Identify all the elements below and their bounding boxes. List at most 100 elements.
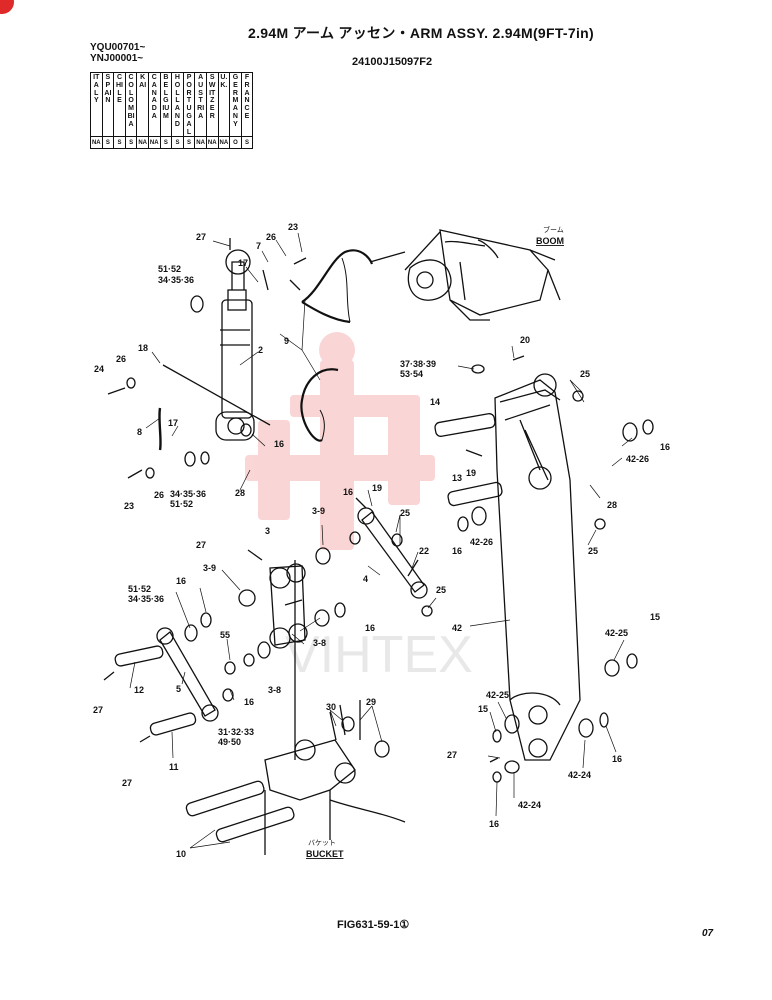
leader-lines: [129, 232, 633, 849]
callout-42-26: 42-26: [470, 537, 493, 547]
callout-16: 16: [244, 697, 254, 707]
callout-16: 16: [452, 546, 462, 556]
link-4: [357, 507, 428, 599]
country-name: U.K.: [220, 74, 228, 89]
country-code: O: [229, 136, 242, 150]
callout-5: 5: [176, 684, 181, 694]
callout-15: 15: [478, 704, 488, 714]
callout-15: 15: [650, 612, 660, 622]
callout-10: 10: [176, 849, 186, 859]
arm-cylinder: [215, 249, 255, 441]
pin-12: [114, 645, 164, 667]
callout-26: 26: [154, 490, 164, 500]
callout-51-52: 51·52: [158, 264, 181, 274]
callout-3-9: 3-9: [312, 506, 325, 516]
country-name: CHILE: [115, 74, 123, 105]
watermark-text: VIHTEX: [285, 626, 473, 684]
callout-19: 19: [466, 468, 476, 478]
country-name: SPAIN: [104, 74, 112, 105]
country-code: S: [171, 136, 184, 150]
country-name-cell: SPAIN: [101, 71, 115, 138]
callout-16: 16: [660, 442, 670, 452]
callout-42-24: 42-24: [518, 800, 541, 810]
serial-b: YNJ00001~: [90, 53, 144, 64]
country-code: NA: [136, 136, 149, 150]
country-name-cell: KAI: [136, 71, 149, 138]
pin-13: [447, 481, 503, 507]
country-name: PORTUGAL: [186, 74, 192, 136]
small-hardware: [103, 238, 654, 783]
boom-label: BOOM: [536, 236, 564, 246]
callout-16: 16: [176, 576, 186, 586]
watermark-logo: [245, 332, 435, 550]
country-code: NA: [217, 136, 231, 150]
country-code: NA: [194, 136, 207, 150]
country-name: AUSTRIA: [197, 74, 205, 120]
country-name-cell: FRANCE: [240, 71, 254, 138]
callout-25: 25: [588, 546, 598, 556]
callout-23: 23: [124, 501, 134, 511]
callout-34-35-36: 34·35·36: [158, 275, 194, 285]
country-name-cell: CANADA: [147, 71, 161, 138]
country-name: FRANCE: [244, 74, 250, 120]
callout-29: 29: [366, 697, 376, 707]
country-name: HOLLAND: [174, 74, 181, 128]
country-name-cell: PORTUGAL: [182, 71, 196, 138]
bucket-label: BUCKET: [306, 849, 344, 859]
callout-17: 17: [168, 418, 178, 428]
callout-26: 26: [116, 354, 126, 364]
callout-3: 3: [265, 526, 270, 536]
callout-23: 23: [288, 222, 298, 232]
callout-14: 14: [430, 397, 440, 407]
callout-16: 16: [489, 819, 499, 829]
country-code: NA: [147, 136, 161, 150]
callout-31-32-33: 31·32·33: [218, 727, 254, 737]
callout-28: 28: [235, 488, 245, 498]
country-name-cell: AUSTRIA: [194, 71, 207, 138]
country-name-cell: SWITZER: [205, 71, 219, 138]
serial-range: YQU00701~ YNJ00001~: [90, 42, 145, 64]
pin-11: [149, 712, 197, 736]
page-number: 07: [702, 928, 714, 939]
callout-42: 42: [452, 623, 462, 633]
serial-a: YQU00701~: [90, 42, 146, 53]
link-3: [269, 563, 308, 649]
callout-42-25: 42-25: [486, 690, 509, 700]
country-name: CANADA: [151, 74, 157, 120]
callout-37-38-39: 37·38·39: [400, 359, 436, 369]
callout-17: 17: [238, 258, 248, 268]
arm: [494, 373, 581, 761]
callout-25: 25: [580, 369, 590, 379]
callout-28: 28: [607, 500, 617, 510]
callout-7: 7: [256, 241, 261, 251]
country-name-cell: BELGIUM: [159, 71, 173, 138]
callout-2: 2: [258, 345, 263, 355]
country-code: NA: [205, 136, 219, 150]
callout-27: 27: [196, 540, 206, 550]
callout-53-54: 53·54: [400, 369, 423, 379]
page-title: 2.94M アーム アッセン・ARM ASSY. 2.94M(9FT-7in): [248, 25, 594, 41]
callout-16: 16: [343, 487, 353, 497]
callout-3-8: 3-8: [268, 685, 281, 695]
country-code: S: [159, 136, 173, 150]
callout-55: 55: [220, 630, 230, 640]
callout-8: 8: [137, 427, 142, 437]
callout-19: 19: [372, 483, 382, 493]
callout-18: 18: [138, 343, 148, 353]
callout-16: 16: [365, 623, 375, 633]
callout-27: 27: [196, 232, 206, 242]
country-name-cell: GERMANY: [229, 71, 242, 138]
callout-9: 9: [284, 336, 289, 346]
callout-49-50: 49·50: [218, 737, 241, 747]
country-name: BELGIUM: [162, 74, 170, 120]
callout-16: 16: [274, 439, 284, 449]
figure-number: FIG631-59-1①: [337, 919, 410, 931]
callout-24: 24: [94, 364, 104, 374]
callout-51-52: 51·52: [170, 499, 193, 509]
country-name: COLOMBIA: [127, 74, 135, 128]
callout-42-24: 42-24: [568, 770, 591, 780]
boom-label-jp: ブーム: [543, 225, 564, 234]
